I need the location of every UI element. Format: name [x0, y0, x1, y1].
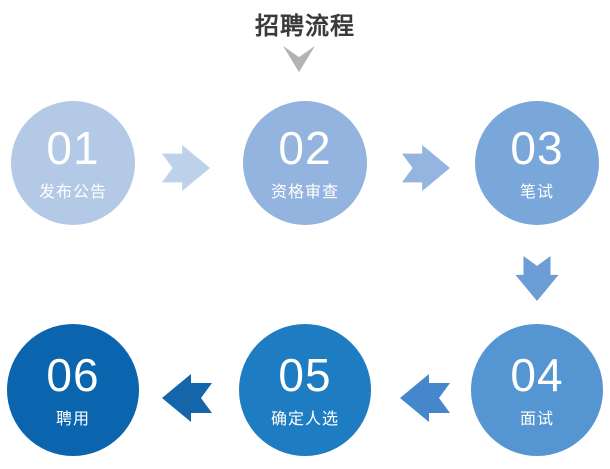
step-number-04: 04	[510, 349, 564, 402]
step-label-03: 笔试	[519, 183, 554, 201]
step-label-06: 聘用	[55, 410, 90, 428]
title-down-chevron-icon	[283, 45, 315, 73]
step-label-02: 资格审查	[270, 183, 339, 201]
arrow-right-step1-step2-icon	[162, 144, 210, 192]
step-label-01: 发布公告	[38, 183, 107, 201]
arrow-left-step5-step6-icon	[162, 374, 212, 422]
step-circle-04: 04 面试	[471, 324, 603, 456]
step-number-06: 06	[46, 349, 100, 402]
arrow-down-step3-step4-icon	[515, 256, 559, 301]
step-number-02: 02	[278, 122, 332, 175]
step-circle-01: 01 发布公告	[11, 101, 135, 225]
step-number-01: 01	[46, 122, 100, 175]
page-title: 招聘流程	[255, 13, 355, 40]
arrow-right-step2-step3-icon	[402, 144, 450, 192]
step-label-05: 确定人选	[270, 410, 339, 428]
step-number-05: 05	[278, 349, 332, 402]
step-circle-06: 06 聘用	[7, 324, 139, 456]
step-number-03: 03	[510, 122, 564, 175]
step-circle-02: 02 资格审查	[243, 101, 367, 225]
arrow-left-step4-step5-icon	[400, 374, 450, 422]
step-label-04: 面试	[519, 410, 554, 428]
step-circle-03: 03 笔试	[475, 101, 599, 225]
step-circle-05: 05 确定人选	[239, 324, 371, 456]
